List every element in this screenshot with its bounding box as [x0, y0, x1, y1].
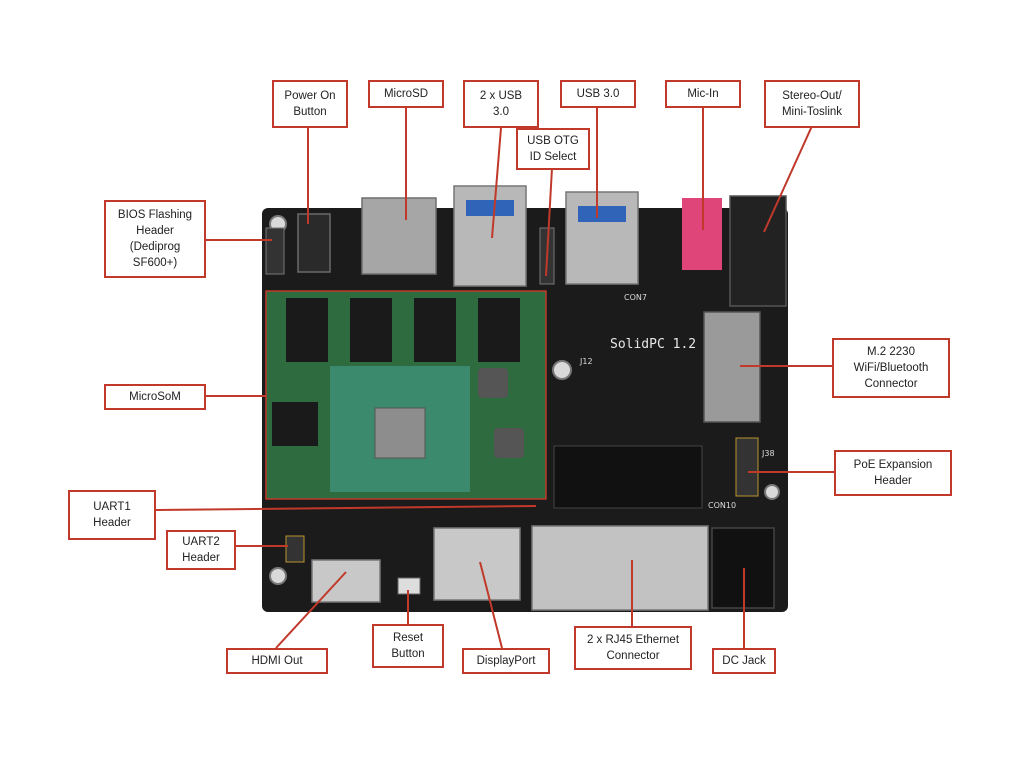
- callout-uart2: UART2 Header: [166, 530, 236, 570]
- microsd-slot: [361, 197, 437, 275]
- callout-m2: M.2 2230 WiFi/Bluetooth Connector: [832, 338, 950, 398]
- hdmi-part: [311, 559, 381, 603]
- usb3-tongue: [578, 206, 626, 222]
- callout-usb3-dual: 2 x USB 3.0: [463, 80, 539, 128]
- leader-displayport: [479, 561, 503, 649]
- callout-dc-jack: DC Jack: [712, 648, 776, 674]
- usb3-tongue: [466, 200, 514, 216]
- memory-chip: [414, 298, 456, 362]
- callout-power-on: Power On Button: [272, 80, 348, 128]
- callout-displayport: DisplayPort: [462, 648, 550, 674]
- pmic-chip: [272, 402, 318, 446]
- callout-poe: PoE Expansion Header: [834, 450, 952, 496]
- callout-uart1: UART1 Header: [68, 490, 156, 540]
- soc-die: [374, 407, 426, 459]
- mounting-hole: [764, 484, 780, 500]
- memory-chip: [478, 298, 520, 362]
- poe-header-part: [735, 437, 759, 497]
- callout-microsd: MicroSD: [368, 80, 444, 108]
- usb3-port: [565, 191, 639, 285]
- ethernet-magnetics: [553, 445, 703, 509]
- callout-usb3: USB 3.0: [560, 80, 636, 108]
- silkscreen-label: CON10: [708, 501, 736, 510]
- mounting-hole: [269, 567, 287, 585]
- leader-uart1: [155, 505, 537, 511]
- power-button-part: [297, 213, 331, 273]
- rj45-connector: [531, 525, 709, 611]
- bios-header-part: [265, 227, 285, 275]
- callout-bios: BIOS Flashing Header (Dediprog SF600+): [104, 200, 206, 278]
- inductor: [494, 428, 524, 458]
- uart2-header-part: [285, 535, 305, 563]
- callout-mic-in: Mic-In: [665, 80, 741, 108]
- memory-chip: [286, 298, 328, 362]
- silkscreen-label: J12: [579, 357, 593, 366]
- silkscreen-label: CON7: [624, 293, 647, 302]
- leader-hdmi: [275, 571, 347, 649]
- stereo-jack: [729, 195, 787, 307]
- board-title: SolidPC 1.2: [610, 337, 696, 352]
- inductor: [478, 368, 508, 398]
- displayport-part: [433, 527, 521, 601]
- callout-microsom: MicroSoM: [104, 384, 206, 410]
- callout-usb-otg: USB OTG ID Select: [516, 128, 590, 170]
- leader-usb3-dual: [491, 127, 502, 239]
- callout-stereo-out: Stereo-Out/ Mini-Toslink: [764, 80, 860, 128]
- callout-reset: Reset Button: [372, 624, 444, 668]
- leader-usb-otg: [545, 167, 553, 277]
- memory-chip: [350, 298, 392, 362]
- leader-stereo-out: [763, 125, 813, 233]
- callout-rj45: 2 x RJ45 Ethernet Connector: [574, 626, 692, 670]
- mounting-hole: [552, 360, 572, 380]
- silkscreen-label: J38: [761, 449, 775, 458]
- callout-hdmi: HDMI Out: [226, 648, 328, 674]
